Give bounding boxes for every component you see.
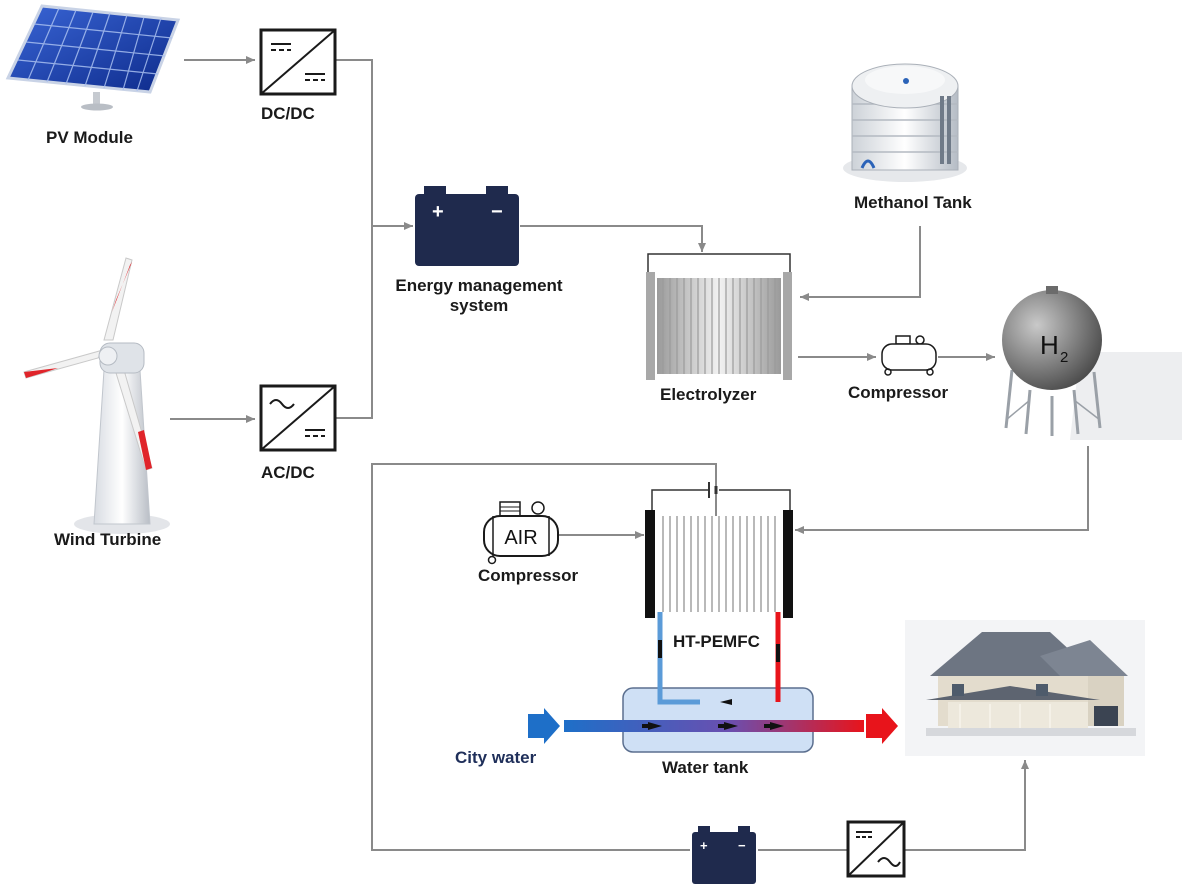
electrolyzer-icon bbox=[646, 253, 792, 380]
h2-compressor-label: Compressor bbox=[848, 383, 949, 402]
storage-battery-minus: − bbox=[738, 838, 746, 853]
pv-module-label: PV Module bbox=[46, 128, 133, 147]
wind-turbine-icon bbox=[23, 257, 170, 534]
air-compressor-label: Compressor bbox=[478, 566, 579, 585]
ht-pemfc-label: HT-PEMFC bbox=[673, 632, 760, 651]
storage-battery-plus: + bbox=[700, 838, 708, 853]
dcdc-converter-icon bbox=[259, 28, 337, 96]
ht-pemfc-stack-icon bbox=[645, 482, 793, 618]
coolant-loop bbox=[657, 612, 781, 705]
connections bbox=[170, 56, 1089, 851]
methanol-tank-icon bbox=[843, 63, 967, 182]
battery-minus-sign: − bbox=[491, 201, 503, 223]
air-label: AIR bbox=[504, 527, 537, 549]
pemfc-output-line bbox=[371, 463, 717, 851]
h2-subscript: 2 bbox=[1060, 349, 1068, 366]
house-icon bbox=[905, 620, 1145, 756]
hydrogen-storage-sphere-icon: H 2 bbox=[1002, 286, 1182, 440]
city-water-label: City water bbox=[455, 748, 537, 767]
air-compressor-icon: AIR bbox=[483, 501, 559, 565]
acdc-converter-icon bbox=[259, 384, 337, 452]
storage-battery-icon: + − bbox=[692, 826, 756, 884]
battery-plus-sign: + bbox=[432, 201, 444, 223]
inverter-to-house-arrow bbox=[904, 760, 1029, 851]
h2-symbol: H bbox=[1040, 330, 1059, 360]
pv-module-icon bbox=[5, 4, 181, 111]
water-tank-label: Water tank bbox=[662, 758, 749, 777]
city-water-pipe bbox=[528, 708, 898, 744]
electrolyzer-label: Electrolyzer bbox=[660, 385, 757, 404]
methanol-to-electrolyzer-arrow bbox=[800, 226, 921, 301]
energy-management-battery-icon: + − bbox=[415, 186, 519, 266]
ems-to-electrolyzer-arrow bbox=[520, 225, 706, 252]
acdc-label: AC/DC bbox=[261, 463, 315, 482]
dcdc-label: DC/DC bbox=[261, 104, 315, 123]
h2-compressor-icon bbox=[881, 335, 937, 376]
energy-management-label: Energy management system bbox=[382, 276, 576, 317]
energy-management-label-line1: Energy management bbox=[395, 276, 563, 295]
energy-management-label-line2: system bbox=[449, 296, 509, 316]
dcac-inverter-icon bbox=[846, 820, 906, 878]
methanol-tank-label: Methanol Tank bbox=[854, 193, 972, 212]
wind-turbine-label: Wind Turbine bbox=[54, 530, 162, 549]
h2-to-pemfc-arrow bbox=[795, 446, 1089, 534]
converter-bus-line bbox=[336, 59, 373, 419]
